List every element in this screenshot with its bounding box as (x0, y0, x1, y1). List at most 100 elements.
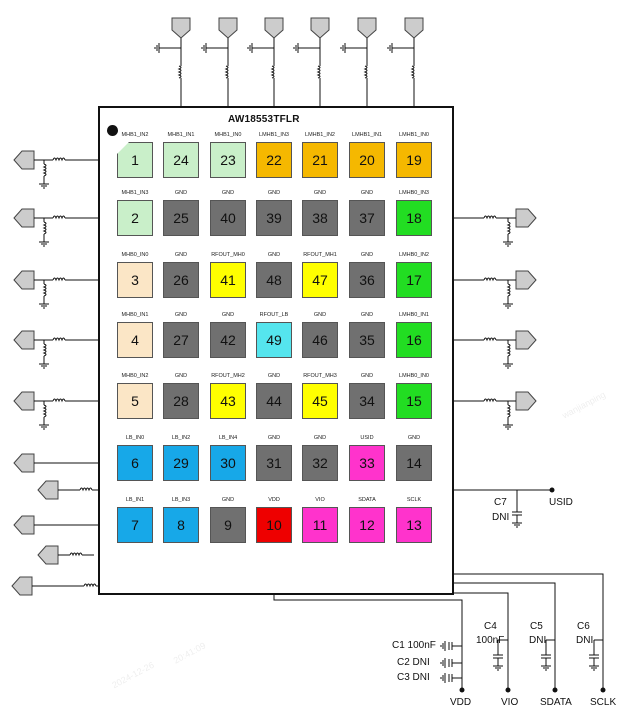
pad-label: GND (313, 312, 327, 318)
pad-8: 8 (163, 507, 199, 543)
rf-port-icon (13, 453, 35, 473)
net-dot (459, 687, 465, 693)
pad-label: RFOUT_MH1 (303, 252, 337, 258)
pad-11: 11 (302, 507, 338, 543)
pad-label: GND (221, 312, 235, 318)
pad-label: SCLK (406, 497, 422, 503)
pad-31: 31 (256, 445, 292, 481)
pad-1: 1 (117, 142, 153, 178)
c7-value: DNI (492, 512, 510, 523)
rf-port-icon (13, 391, 35, 411)
pad-label: VDD (268, 497, 280, 503)
pad-21: 21 (302, 142, 338, 178)
net-dot (552, 687, 558, 693)
pad-label: MHB0_IN1 (121, 312, 149, 318)
c3-label: C3 DNI (397, 672, 430, 683)
pad-label: MHB1_IN1 (167, 132, 195, 138)
sclk-net-label: SCLK (590, 697, 617, 708)
pad-label: GND (313, 435, 327, 441)
pad-9: 9 (210, 507, 246, 543)
chip-title: AW18553TFLR (228, 114, 300, 125)
c1-label: C1 100nF (392, 640, 436, 651)
rf-port-icon (515, 270, 537, 290)
c5-value: DNI (529, 635, 547, 646)
pad-22: 22 (256, 142, 292, 178)
rf-port-icon (404, 17, 424, 39)
rf-port-icon (13, 150, 35, 170)
inductor-icon (52, 157, 66, 162)
inductor-icon (483, 398, 497, 403)
pad-23: 23 (210, 142, 246, 178)
inductor-icon (506, 221, 511, 235)
inductor-icon (52, 277, 66, 282)
rf-port-icon (13, 208, 35, 228)
pad-10: 10 (256, 507, 292, 543)
pad-label: LB_IN4 (218, 435, 238, 441)
pad-label: LB_IN1 (125, 497, 145, 503)
pad-36: 36 (349, 262, 385, 298)
rf-port-icon (11, 576, 33, 596)
pad-label: MHB1_IN3 (121, 190, 149, 196)
inductor-icon (316, 65, 321, 79)
c5-name: C5 (530, 621, 543, 632)
pad-label: MHB1_IN0 (214, 132, 242, 138)
pad-label: GND (174, 252, 188, 258)
pad-33: 33 (349, 445, 385, 481)
vdd-net-label: VDD (450, 697, 472, 708)
inductor-icon (506, 283, 511, 297)
usid-net-label: USID (549, 497, 573, 508)
pad-39: 39 (256, 200, 292, 236)
pad-43: 43 (210, 383, 246, 419)
net-dot (600, 687, 606, 693)
pad-label: LMHB1_IN3 (259, 132, 289, 138)
inductor-icon (52, 337, 66, 342)
pad-34: 34 (349, 383, 385, 419)
pad-25: 25 (163, 200, 199, 236)
pad-16: 16 (396, 322, 432, 358)
pad-12: 12 (349, 507, 385, 543)
inductor-icon (79, 487, 93, 492)
rf-port-icon (13, 330, 35, 350)
inductor-icon (42, 343, 47, 357)
pad-41: 41 (210, 262, 246, 298)
pad-24: 24 (163, 142, 199, 178)
inductor-icon (42, 221, 47, 235)
pad-label: GND (360, 312, 374, 318)
pad-label: GND (407, 435, 421, 441)
inductor-icon (177, 65, 182, 79)
c2-label: C2 DNI (397, 657, 430, 668)
rf-port-icon (264, 17, 284, 39)
pad-14: 14 (396, 445, 432, 481)
pad-4: 4 (117, 322, 153, 358)
c6-value: DNI (576, 635, 594, 646)
pad-45: 45 (302, 383, 338, 419)
rf-port-icon (515, 330, 537, 350)
pad-label: GND (221, 497, 235, 503)
rf-port-icon (218, 17, 238, 39)
rf-port-icon (37, 480, 59, 500)
pad-46: 46 (302, 322, 338, 358)
pad-label: LB_IN3 (171, 497, 191, 503)
pad-7: 7 (117, 507, 153, 543)
inductor-icon (42, 283, 47, 297)
pad-6: 6 (117, 445, 153, 481)
pad-30: 30 (210, 445, 246, 481)
pad-label: LMHB1_IN1 (352, 132, 382, 138)
pad-label: SDATA (358, 497, 376, 503)
pad-label: LMHB0_IN3 (399, 190, 429, 196)
pad-label: RFOUT_MH3 (303, 373, 337, 379)
pad-label: LB_IN2 (171, 435, 191, 441)
pad-19: 19 (396, 142, 432, 178)
pad-label: LMHB1_IN2 (305, 132, 335, 138)
inductor-icon (52, 398, 66, 403)
pad-label: LMHB0_IN0 (399, 373, 429, 379)
pad-label: GND (267, 435, 281, 441)
pad-5: 5 (117, 383, 153, 419)
pad-label: USID (360, 435, 374, 441)
c4-value: 100nF (476, 635, 505, 646)
inductor-icon (42, 404, 47, 418)
pad-label: RFOUT_MH2 (211, 373, 245, 379)
inductor-icon (83, 583, 97, 588)
pad-label: RFOUT_LB (259, 312, 289, 318)
pad-3: 3 (117, 262, 153, 298)
